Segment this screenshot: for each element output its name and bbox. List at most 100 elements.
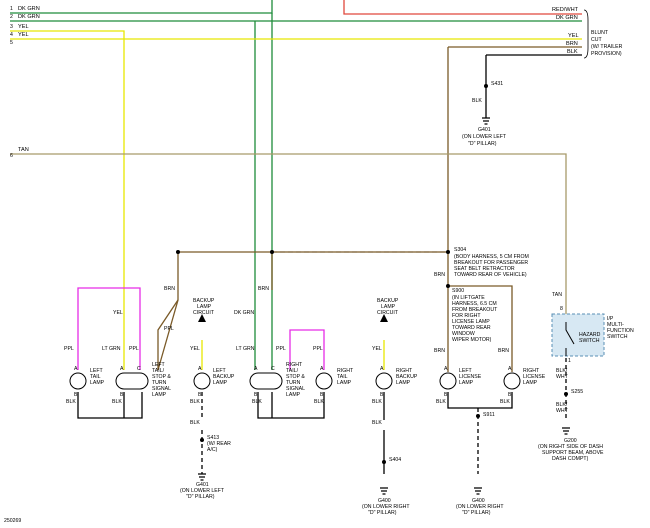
wire-labels: PPL YEL LT GRN PPL PPL BRN YEL DK GRN LT…	[64, 272, 571, 426]
pin-5: 5	[10, 40, 13, 46]
comp-ip-3: FUNCTION	[607, 328, 634, 334]
lbl-g400b-loc1: (ON LOWER RIGHT	[456, 504, 504, 510]
lamp-left-stop	[115, 372, 149, 390]
wl-blk-7: BLK	[436, 399, 446, 405]
wire-tan	[10, 153, 567, 323]
dot-s413	[200, 438, 204, 442]
lbl-g400a-loc1: (ON LOWER RIGHT	[362, 504, 410, 510]
wl-blk-4: BLK	[252, 399, 262, 405]
ground-right	[257, 392, 325, 419]
lbl-s900-n5: LICENSE LAMP	[452, 319, 490, 325]
comp-right-stop-1: RIGHT	[286, 362, 303, 368]
wl-blk-8: BLK	[500, 399, 510, 405]
lbl-g401-bot: G401	[196, 482, 209, 488]
comp-right-tail-2: TAIL	[337, 374, 348, 380]
wl-blk-10: BLK	[372, 420, 382, 426]
lbl-g400a: G400	[378, 498, 391, 504]
wl-blkwht-2: BLK/	[556, 402, 568, 408]
lamp-left-backup	[193, 372, 211, 390]
pin-a-5: A	[320, 366, 324, 372]
comp-ip-2: MULTI-	[607, 322, 624, 328]
comp-hazard-2: SWITCH	[579, 338, 600, 344]
splice-labels: S431 BLK G401 (ON LOWER LEFT "D" PILLAR)…	[180, 81, 604, 516]
pin-a-6: A	[380, 366, 384, 372]
gnd-g401-top	[482, 117, 490, 125]
hazard-switch-contact	[565, 322, 575, 356]
wires	[10, 0, 582, 474]
comp-left-backup-2: BACKUP	[213, 374, 235, 380]
dot-brn-right	[270, 250, 274, 254]
lbl-brn-r: BRN	[566, 41, 578, 47]
lbl-cut: CUT	[591, 37, 602, 43]
comp-right-backup-2: BACKUP	[396, 374, 418, 380]
left-edge-labels: DK GRN DK GRN YEL YEL TAN 1 2 3 4 5 6	[10, 6, 40, 159]
comp-ip-4: SWITCH	[607, 334, 628, 340]
lbl-s900: S900	[452, 288, 464, 294]
comp-left-stop-3: STOP &	[152, 374, 171, 380]
pin-a-7: A	[444, 366, 448, 372]
lbl-red-wht: RED/WHT	[552, 7, 579, 13]
comp-right-license-1: RIGHT	[523, 368, 540, 374]
comp-left-license-1: LEFT	[459, 368, 473, 374]
pin-c-4: C	[271, 366, 275, 372]
comp-lbc-1: BACKUP	[193, 298, 215, 304]
lbl-s900-n2: HARNESS, 6.5 CM	[452, 301, 497, 307]
wl-yel-3: YEL	[372, 346, 382, 352]
lbl-g400b: G400	[472, 498, 485, 504]
lbl-s900-n6: TOWARD REAR	[452, 325, 491, 331]
gnd-g400a	[380, 487, 388, 495]
lbl-g401-top: G401	[478, 127, 491, 133]
comp-right-stop-4: TURN	[286, 380, 301, 386]
wl-ppl-5: PPL	[313, 346, 323, 352]
wl-blk-1: BLK	[66, 399, 76, 405]
ground-lic	[447, 392, 513, 409]
wl-blk-2: BLK	[112, 399, 122, 405]
lbl-s900-n1: (IN LIFTGATE	[452, 295, 485, 301]
lbl-blk-r: BLK	[567, 49, 578, 55]
lbl-c2: DK GRN	[18, 14, 40, 20]
pin-a-1: A	[74, 366, 78, 372]
wire-yel-1	[10, 30, 125, 370]
dot-s900	[446, 284, 450, 288]
comp-left-tail-2: TAIL	[90, 374, 101, 380]
comp-rbc-2: LAMP	[381, 304, 396, 310]
comp-right-license-3: LAMP	[523, 380, 538, 386]
wire-ppl-mid	[157, 299, 179, 370]
lbl-c5: TAN	[18, 147, 29, 153]
bracket	[583, 9, 589, 59]
comp-hazard-1: HAZARD	[579, 332, 601, 338]
pin-b-4: B	[254, 392, 258, 398]
wl-ppl-2: PPL	[129, 346, 139, 352]
comp-left-stop-6: LAMP	[152, 392, 167, 398]
lbl-s304-n3: SEAT BELT RETRACTOR	[454, 266, 515, 272]
pin-b-6: B	[380, 392, 384, 398]
lbl-s304: S304	[454, 247, 466, 253]
lbl-blunt: BLUNT	[591, 30, 609, 36]
comp-rbc-1: BACKUP	[377, 298, 399, 304]
pin-b-8: B	[508, 392, 512, 398]
wl-wht-1: WHT	[556, 374, 569, 380]
ground-symbols	[198, 117, 570, 495]
comp-rbc-3: CIRCUIT	[377, 310, 399, 316]
lbl-s900-n3: FROM BREAKOUT	[452, 307, 498, 313]
lbl-s900-n8: WIPER MOTOR)	[452, 337, 492, 343]
lbl-yel-r: YEL	[568, 33, 579, 39]
wl-ppl-1: PPL	[64, 346, 74, 352]
dot-brn-left	[176, 250, 180, 254]
right-edge-labels: RED/WHT DK GRN YEL BRN BLK BLUNT CUT (W/…	[552, 7, 623, 312]
lbl-c4: YEL	[18, 32, 29, 38]
comp-left-tail-1: LEFT	[90, 368, 104, 374]
lbl-s255: S255	[571, 389, 583, 395]
lbl-g200: G200	[564, 438, 577, 444]
comp-left-tail-3: LAMP	[90, 380, 105, 386]
component-labels: LEFT TAIL LAMP LEFT TAIL/ STOP & TURN SI…	[90, 298, 634, 398]
pin-c-2: C	[137, 366, 141, 372]
pin-a-8: A	[508, 366, 512, 372]
wl-blk-9: BLK	[190, 420, 200, 426]
lbl-s404: S404	[389, 457, 401, 463]
wire-brn-left	[157, 252, 179, 371]
comp-left-stop-2: TAIL/	[152, 368, 165, 374]
ground-left	[77, 392, 143, 419]
lbl-s413: S413	[207, 435, 219, 441]
